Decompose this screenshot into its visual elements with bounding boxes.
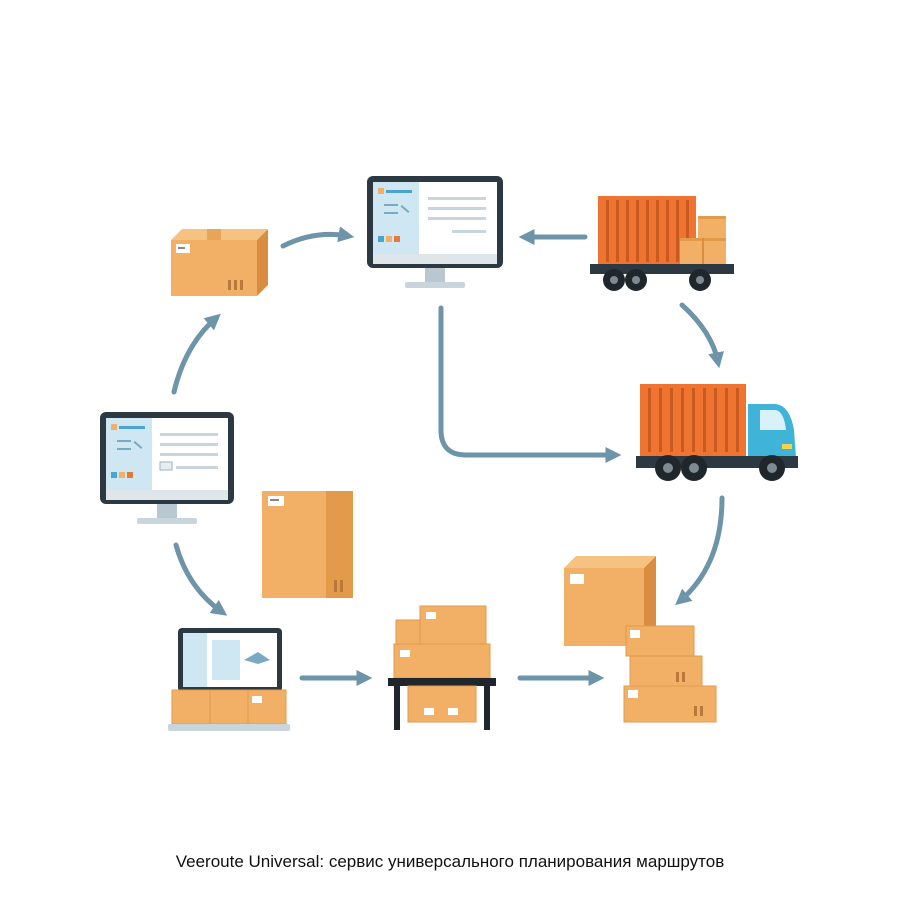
arrow-truck-to-boxes	[675, 495, 725, 606]
arrow-monitor-to-truck	[438, 305, 622, 464]
laptop-with-boxes-icon	[168, 628, 290, 731]
arrow-box-to-monitor	[280, 226, 355, 249]
arrow-monitor-to-box	[171, 313, 221, 395]
container-truck-with-boxes-icon	[590, 196, 734, 291]
arrow-truck-to-truck	[679, 302, 724, 369]
desktop-monitor-icon	[367, 176, 503, 288]
desktop-monitor-icon	[100, 412, 234, 524]
boxes-on-table-icon	[388, 605, 496, 730]
stacked-boxes-icon	[564, 556, 717, 723]
cardboard-box-icon	[171, 229, 268, 296]
container-truck-icon	[636, 384, 798, 481]
arrows	[171, 226, 725, 687]
caption: Veeroute Universal: сервис универсальног…	[175, 852, 725, 871]
arrow-monitor-to-laptop	[173, 542, 228, 616]
tall-box-icon	[262, 491, 353, 598]
